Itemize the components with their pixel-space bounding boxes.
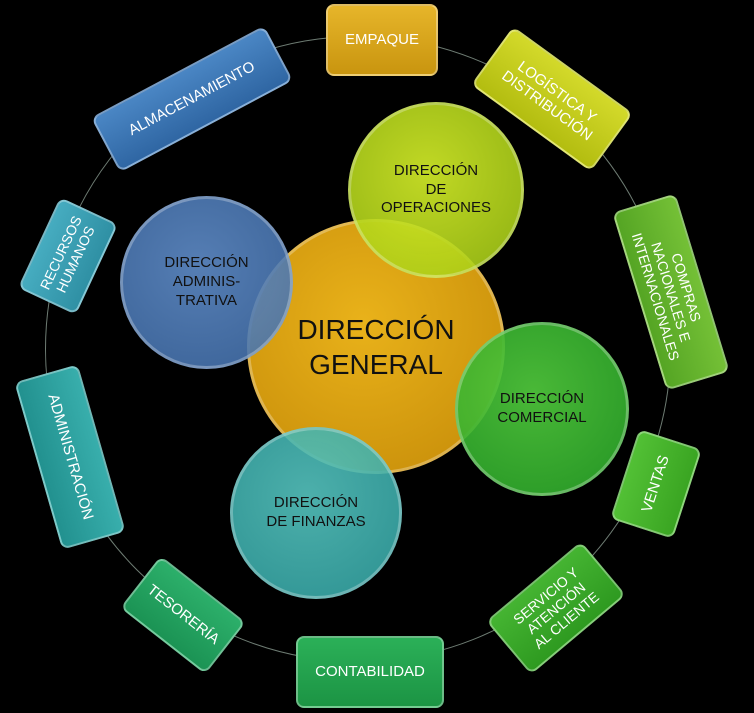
label-direccion-comercial: DIRECCIÓN COMERCIAL: [497, 390, 587, 426]
circle-direccion-comercial: DIRECCIÓN COMERCIAL: [455, 322, 629, 496]
box-contabilidad: CONTABILIDAD: [296, 636, 444, 708]
label-direccion-administrativa: DIRECCIÓN ADMINIS- TRATIVA: [164, 254, 249, 309]
label-empaque: EMPAQUE: [345, 31, 419, 49]
circle-direccion-administrativa: DIRECCIÓN ADMINIS- TRATIVA: [120, 196, 293, 369]
label-direccion-operaciones: DIRECCIÓN DE OPERACIONES: [380, 161, 492, 217]
label-direccion-finanzas: DIRECCIÓN DE FINANZAS: [266, 494, 366, 530]
label-ventas: VENTAS: [638, 453, 674, 515]
box-empaque: EMPAQUE: [326, 4, 438, 76]
label-administracion: ADMINISTRACIÓN: [44, 392, 97, 522]
label-direccion-general: DIRECCIÓN GENERAL: [297, 313, 455, 380]
circle-direccion-finanzas: DIRECCIÓN DE FINANZAS: [230, 427, 402, 599]
circle-direccion-operaciones: DIRECCIÓN DE OPERACIONES: [348, 102, 524, 278]
label-contabilidad: CONTABILIDAD: [315, 663, 425, 681]
